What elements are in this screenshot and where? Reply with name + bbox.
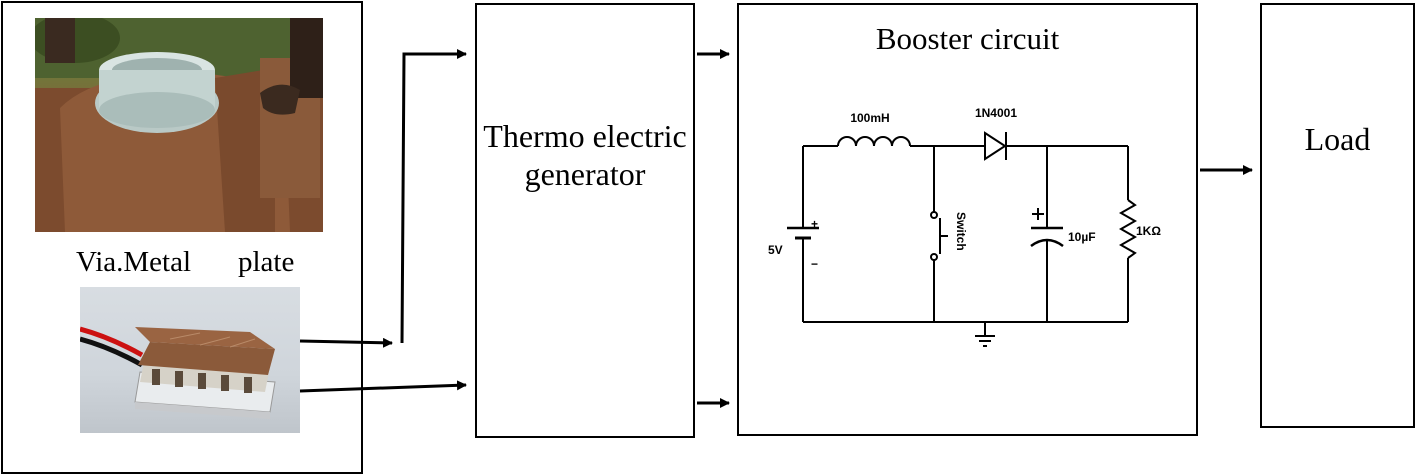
inductor-symbol (837, 136, 911, 147)
capacitor-label: 10µF (1068, 230, 1096, 244)
connector-module-top (299, 49, 467, 348)
caption-plate: plate (238, 246, 295, 278)
source-voltage-label: 5V (768, 243, 783, 257)
resistor-symbol (1118, 199, 1138, 259)
diode-symbol (984, 131, 1007, 161)
connector-module-bottom (299, 380, 467, 393)
diode-label: 1N4001 (975, 106, 1017, 120)
teg-label: Thermo electric generator (483, 118, 687, 192)
battery-minus-label: − (811, 257, 818, 271)
booster-title: Booster circuit (875, 21, 1060, 56)
booster-circuit-box (737, 3, 1198, 436)
booster-schematic (787, 131, 1138, 347)
thermoelectric-module-photo (80, 287, 300, 433)
inductor-label: 100mH (850, 111, 889, 125)
resistor-label: 1KΩ (1136, 224, 1161, 238)
load-box (1260, 3, 1415, 428)
thermoelectric-generator-box (475, 3, 695, 438)
battery-plus-label: + (811, 217, 818, 231)
switch-label: Switch (954, 212, 968, 251)
load-label: Load (1304, 121, 1371, 157)
caption-via-metal: Via.Metal (76, 246, 192, 278)
stove-photo (35, 18, 323, 232)
